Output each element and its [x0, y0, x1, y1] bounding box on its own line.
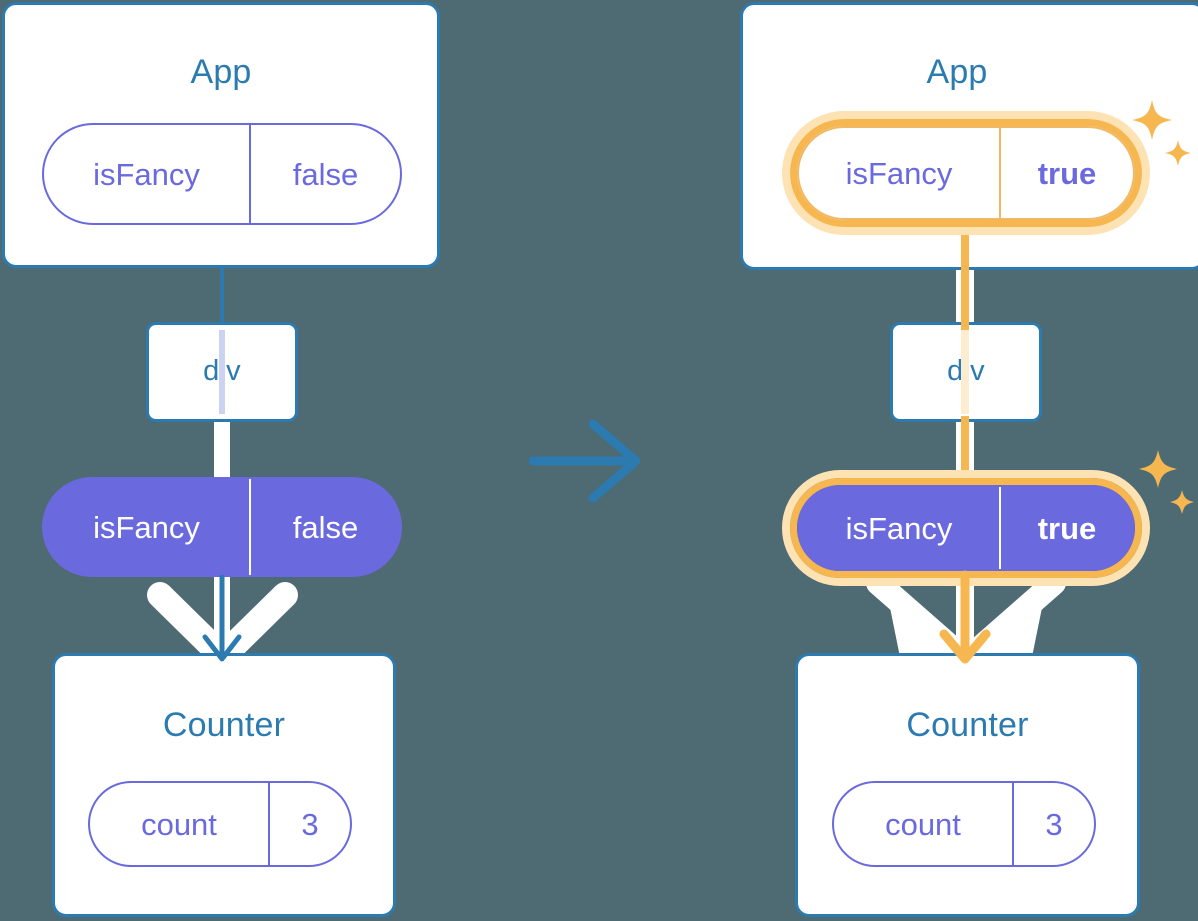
after-prop-value: true — [999, 487, 1133, 569]
sparkle-small-icon — [1170, 490, 1194, 514]
before-div-title: div — [203, 354, 241, 387]
before-app-state-value: false — [249, 125, 400, 223]
after-app-state-pill[interactable]: isFancy true — [790, 119, 1142, 227]
before-counter-title: Counter — [162, 706, 286, 744]
after-div-box: div — [890, 322, 1042, 422]
after-counter-state-value: 3 — [1012, 783, 1094, 865]
after-counter-state-key: count — [885, 806, 961, 842]
after-prop-key: isFancy — [845, 510, 953, 546]
before-app-title: App — [190, 53, 252, 91]
after-app-title: App — [926, 53, 988, 91]
after-app-state-key: isFancy — [845, 155, 953, 191]
after-div-title: div — [947, 354, 985, 387]
sparkle-large-icon — [1139, 450, 1177, 488]
before-counter-state-key: count — [141, 806, 217, 842]
sparkles-prop-state — [1139, 450, 1194, 514]
before-div-box: div — [146, 322, 298, 422]
before-app-state-key: isFancy — [93, 156, 200, 192]
before-app-state-pill[interactable]: isFancy false — [42, 123, 402, 225]
after-app-state-value: true — [999, 128, 1133, 218]
after-counter-title: Counter — [906, 706, 1029, 744]
prop-flow-wings-before — [147, 582, 298, 669]
arrow-down-into-counter-after — [939, 570, 991, 664]
after-prop-pill[interactable]: isFancy true — [790, 478, 1142, 578]
before-prop-key: isFancy — [93, 509, 200, 545]
arrow-down-into-counter-before — [202, 575, 242, 662]
prop-flow-wings-after — [866, 571, 1066, 674]
before-counter-state-pill[interactable]: count 3 — [88, 781, 352, 867]
before-counter-state-value: 3 — [268, 783, 350, 865]
before-prop-pill[interactable]: isFancy false — [42, 477, 402, 577]
after-counter-state-pill[interactable]: count 3 — [832, 781, 1096, 867]
before-prop-value: false — [249, 479, 400, 575]
